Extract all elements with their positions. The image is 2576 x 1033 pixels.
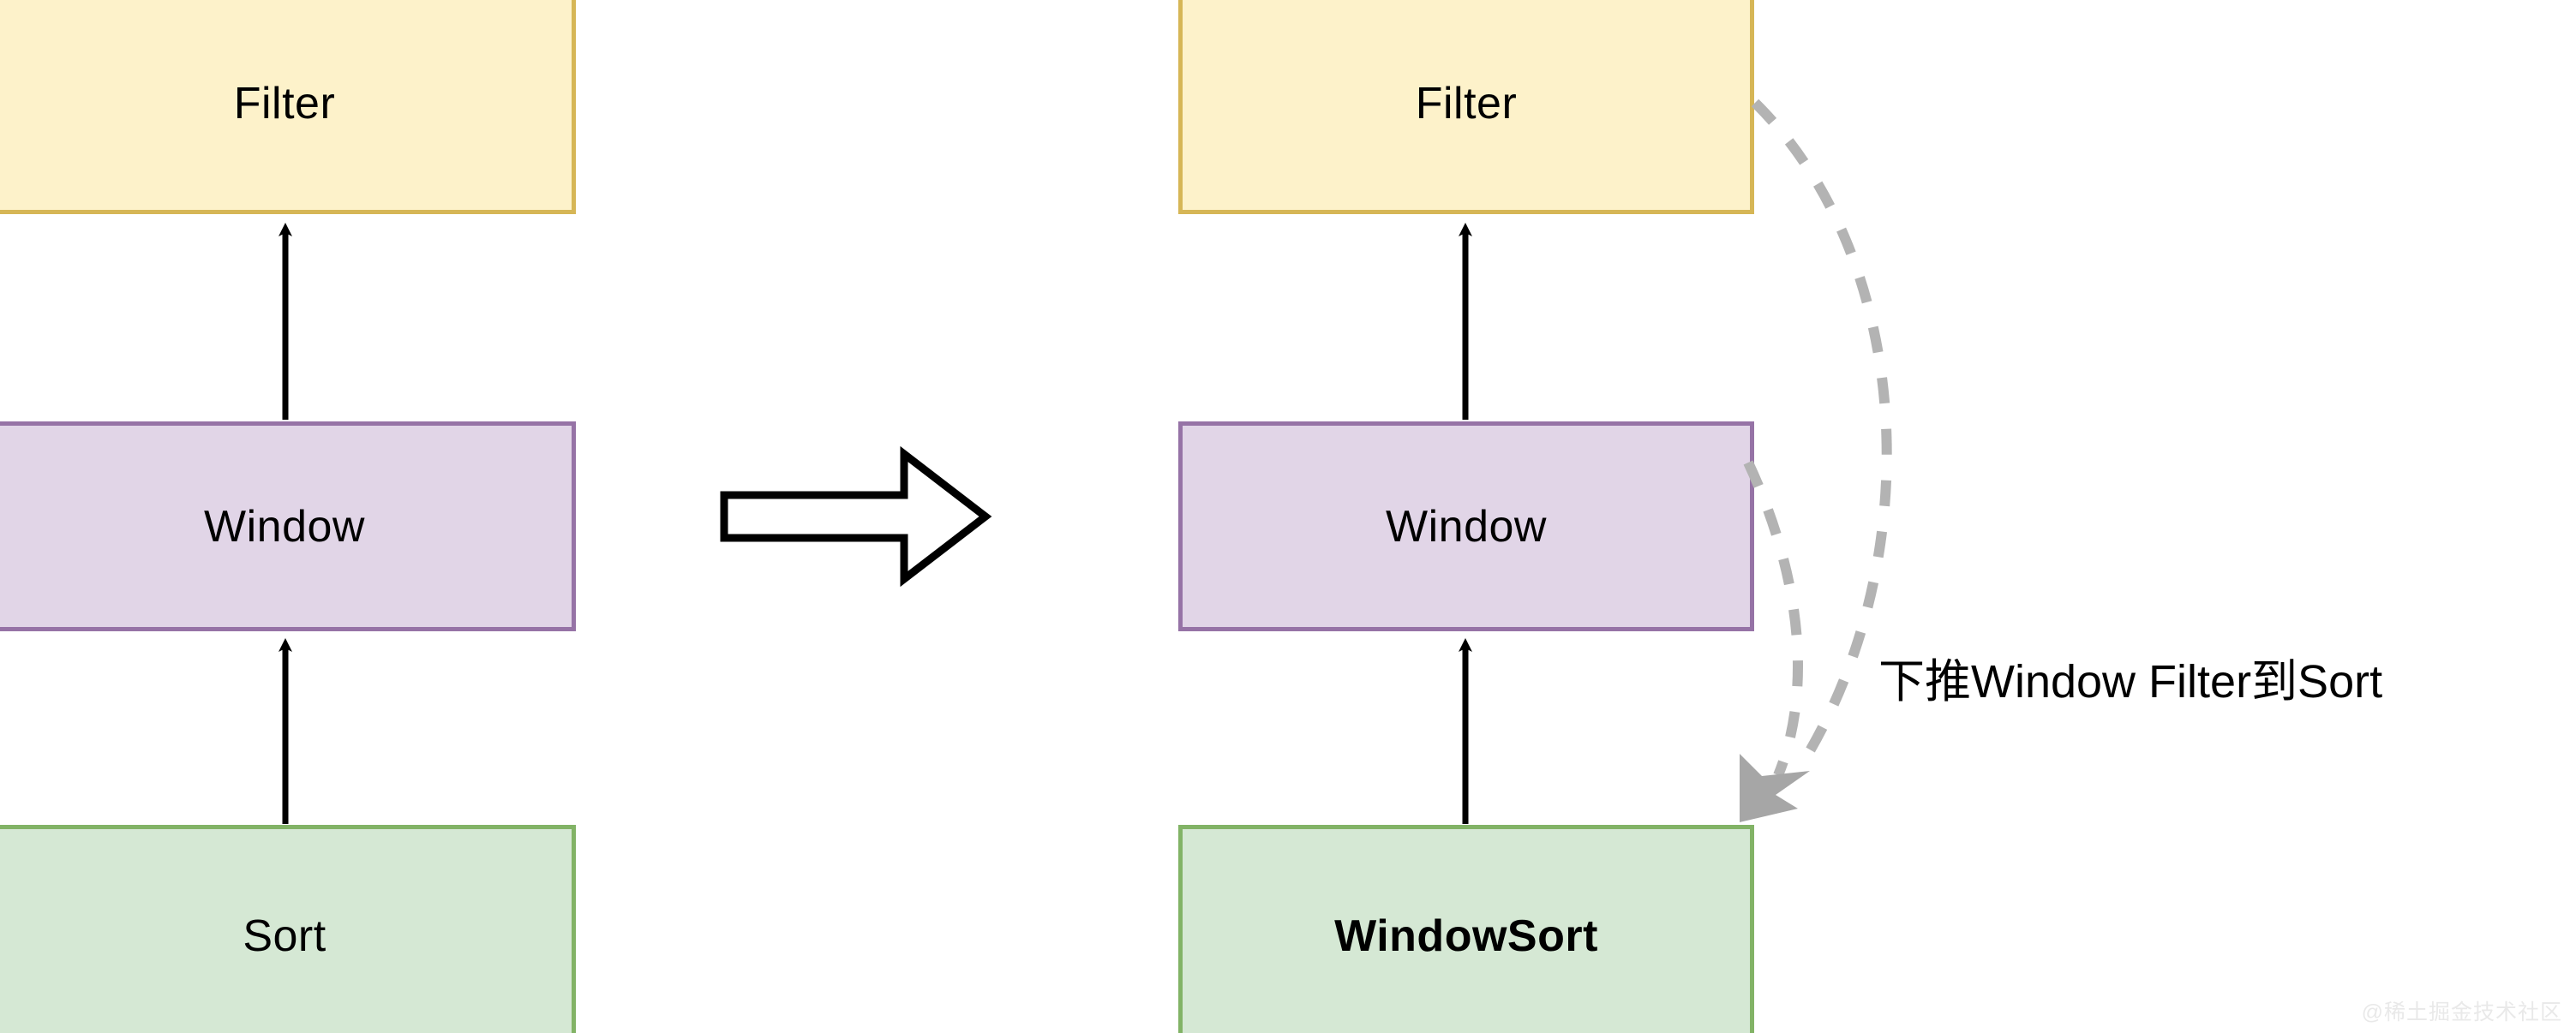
node-label: Sort	[243, 911, 326, 961]
node-label: Window	[204, 501, 365, 552]
transform-arrow-icon	[720, 445, 992, 588]
edge-pushdown-window-to-windowsort	[1743, 460, 1803, 778]
node-label: WindowSort	[1334, 911, 1598, 961]
node-right-filter[interactable]: Filter	[1178, 0, 1754, 214]
node-label: Filter	[233, 79, 336, 128]
node-right-windowsort[interactable]: WindowSort	[1178, 825, 1754, 1033]
edge-pushdown-filter-to-windowsort	[1751, 99, 1892, 757]
node-label: Filter	[1415, 79, 1518, 128]
node-left-window[interactable]: Window	[0, 421, 576, 631]
pushdown-annotation-label: 下推Window Filter到Sort	[1878, 656, 2383, 708]
node-left-filter[interactable]: Filter	[0, 0, 576, 214]
node-right-window[interactable]: Window	[1178, 421, 1754, 631]
pushdown-arrowhead-icon	[1740, 754, 1810, 822]
watermark: @稀土掘金技术社区	[2361, 1000, 2562, 1024]
node-left-sort[interactable]: Sort	[0, 825, 576, 1033]
node-label: Window	[1386, 501, 1547, 552]
